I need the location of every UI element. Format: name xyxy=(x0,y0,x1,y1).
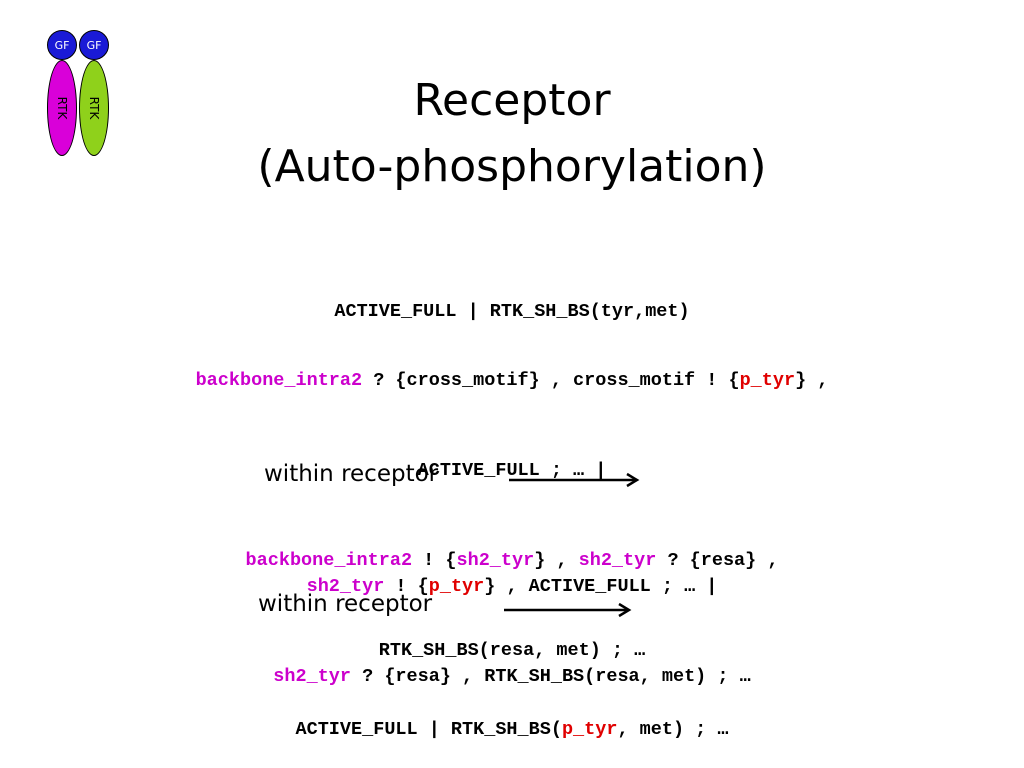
rule-1: ACTIVE_FULL | RTK_SH_BS(tyr,met) xyxy=(0,237,1024,387)
rule-2-line-2: ACTIVE_FULL ; … | xyxy=(417,460,607,481)
right-arrow-icon xyxy=(504,602,632,618)
rule-2-term: sh2_tyr xyxy=(456,550,535,571)
rule-4-text: , met) ; … xyxy=(617,719,729,740)
rule-2: backbone_intra2 ? {cross_motif} , cross_… xyxy=(0,306,1024,726)
rule-4-text: ACTIVE_FULL | RTK_SH_BS( xyxy=(295,719,562,740)
rule-3-text: } , ACTIVE_FULL ; … | xyxy=(484,576,718,597)
rule-3-term: sh2_tyr xyxy=(273,666,352,687)
rule-2-text: ! { xyxy=(412,550,457,571)
rule-4-term: p_tyr xyxy=(561,719,618,740)
title-line-1: Receptor xyxy=(413,75,611,126)
rule-3-line-1: sh2_tyr ! {p_tyr} , ACTIVE_FULL ; … | xyxy=(0,572,1024,602)
rule-4: ACTIVE_FULL | RTK_SH_BS(p_tyr, met) ; … xyxy=(0,655,1024,768)
rule-2-line-1: backbone_intra2 ? {cross_motif} , cross_… xyxy=(0,366,1024,396)
gf-ligand-left: GF xyxy=(47,30,77,60)
title-line-2: (Auto-phosphorylation) xyxy=(257,141,767,192)
receptor-logo: GF GF RTK RTK xyxy=(0,0,130,170)
rule-2-text: } , xyxy=(534,550,579,571)
within-receptor-label-1: within receptor xyxy=(264,461,439,487)
rule-2-text: } , xyxy=(795,370,829,391)
rule-3: sh2_tyr ! {p_tyr} , ACTIVE_FULL ; … | sh… xyxy=(0,512,1024,752)
rule-2-text: ? {cross_motif} , cross_motif ! { xyxy=(362,370,740,391)
gf-ligand-right: GF xyxy=(79,30,109,60)
rtk-right-shape: RTK xyxy=(79,60,109,156)
rule-2-line-3: backbone_intra2 ! {sh2_tyr} , sh2_tyr ? … xyxy=(0,546,1024,576)
rule-4-line: ACTIVE_FULL | RTK_SH_BS(p_tyr, met) ; … xyxy=(0,715,1024,745)
rule-3-term: p_tyr xyxy=(428,576,485,597)
rule-2-term: backbone_intra2 xyxy=(195,370,363,391)
rule-2-text: ? {resa} , xyxy=(656,550,779,571)
rule-2-term: backbone_intra2 xyxy=(245,550,413,571)
rule-2-line-4: RTK_SH_BS(resa, met) ; … xyxy=(378,640,646,661)
gf-right-label: GF xyxy=(86,38,102,52)
right-arrow-icon xyxy=(509,472,640,488)
rule-3-text: ? {resa} , RTK_SH_BS(resa, met) ; … xyxy=(351,666,751,687)
within-receptor-label-2: within receptor xyxy=(258,591,433,617)
rule-3-term: sh2_tyr xyxy=(306,576,385,597)
rule-2-term: p_tyr xyxy=(739,370,796,391)
rule-3-text: ! { xyxy=(384,576,429,597)
gf-left-label: GF xyxy=(54,38,70,52)
rule-2-term: sh2_tyr xyxy=(578,550,657,571)
rule-3-line-2: sh2_tyr ? {resa} , RTK_SH_BS(resa, met) … xyxy=(0,662,1024,692)
rule-1-line: ACTIVE_FULL | RTK_SH_BS(tyr,met) xyxy=(334,301,690,322)
slide-title: Receptor (Auto-phosphorylation) xyxy=(0,68,1024,200)
rtk-left-shape: RTK xyxy=(47,60,77,156)
